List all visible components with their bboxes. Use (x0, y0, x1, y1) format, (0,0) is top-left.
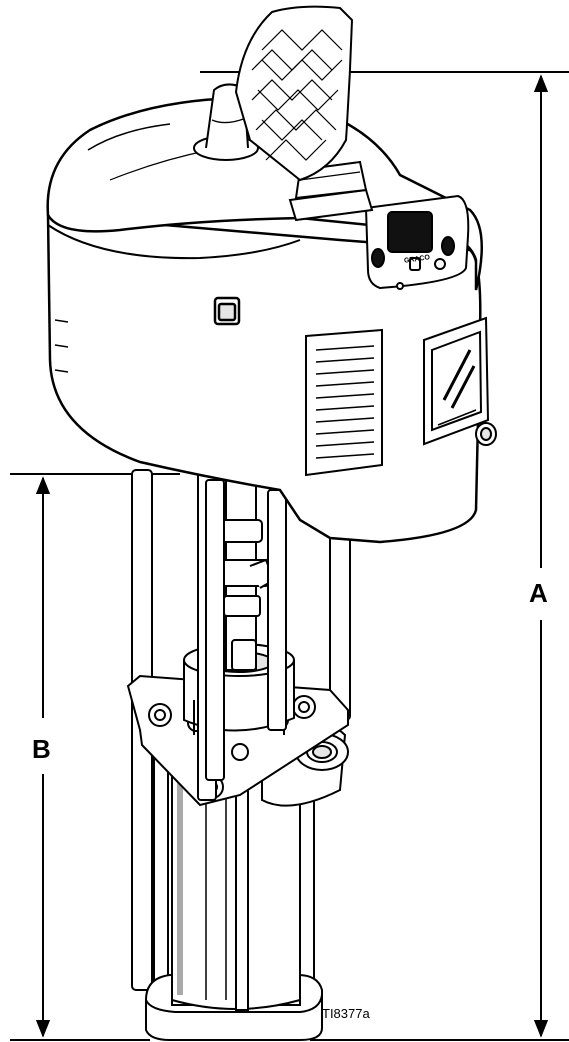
side-vent (305, 328, 383, 477)
start-button (441, 236, 455, 256)
figure-id: TI8377a (322, 1006, 370, 1021)
control-panel (364, 194, 470, 290)
fluid-cylinder (171, 719, 301, 1011)
display-screen (387, 211, 433, 253)
tie-rod-front-right (267, 489, 287, 731)
dimension-b (10, 473, 180, 1041)
housing-dome (46, 96, 484, 291)
stop-button (371, 248, 385, 268)
open-lid (234, 5, 354, 182)
tie-rods-front (197, 469, 287, 801)
dimension-b-label: B (32, 734, 51, 764)
dimension-a (200, 71, 569, 1041)
brand-plate (423, 316, 497, 446)
dimension-a-label: A (529, 578, 548, 608)
motor-housing (46, 96, 484, 544)
